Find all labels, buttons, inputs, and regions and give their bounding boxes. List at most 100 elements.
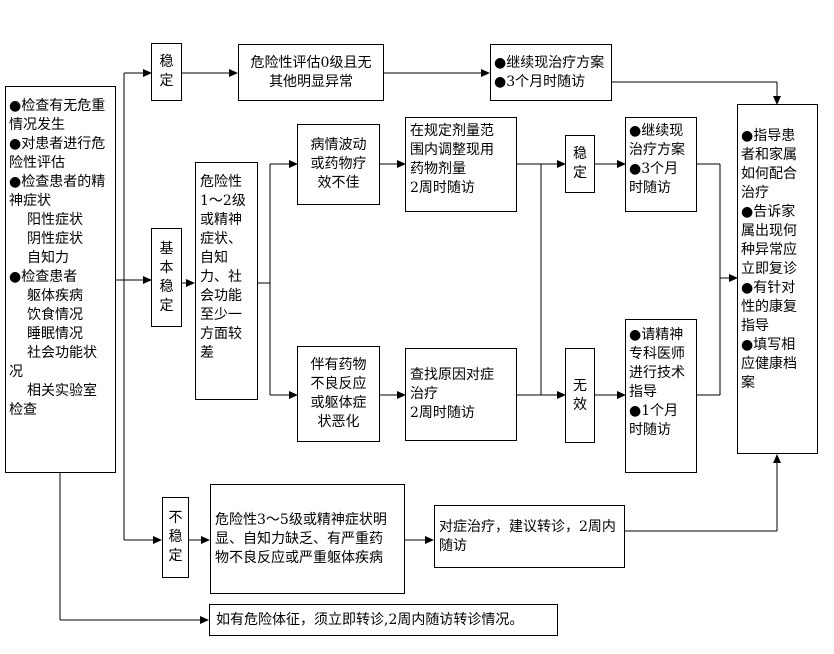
left-line: 况 [9, 364, 23, 380]
risk35-line: 危险性3～5级或精神症状明 [215, 511, 387, 528]
continue-line: ●继续现 [629, 123, 684, 139]
condition-fluctuation-box: 病情波动 或药物疗 效不佳 [297, 124, 380, 205]
adverse-line: 或躯体症 [310, 395, 367, 411]
danger-sign-note-box: 如有危险体征，须立即转诊,2周内随访转诊情况。 [209, 604, 558, 636]
adjust-line: 药物剂量 [410, 161, 466, 177]
invalid-char: 无 [573, 377, 587, 394]
top-followup-box: ●继续现治疗方案 ●3个月时随访 [490, 44, 612, 101]
mid-stable-char: 定 [573, 165, 587, 181]
risk12-line: 或精神 [200, 212, 242, 228]
risk12-line: 方面较 [200, 326, 242, 342]
left-line: 相关实验室 [27, 383, 97, 399]
unstable-char: 定 [168, 548, 183, 564]
referral-line: 随访 [439, 537, 467, 554]
left-line: 情况发生 [9, 117, 65, 133]
guidance-line: ●有针对 [741, 280, 796, 296]
basic-stable-char: 基 [159, 240, 174, 257]
left-line: 阴性症状 [27, 231, 83, 247]
fluctuation-line: 效不佳 [317, 175, 360, 191]
adjust-line: 2周时随访 [410, 180, 475, 196]
left-line: 自知力 [27, 250, 69, 266]
adverse-reaction-box: 伴有药物 不良反应 或躯体症 状恶化 [297, 346, 380, 442]
danger-note-text: 如有危险体征，须立即转诊,2周内随访转诊情况。 [216, 611, 524, 628]
guidance-line: 案 [741, 375, 755, 391]
risk12-line: 差 [200, 345, 214, 361]
adjust-dosage-box: 在规定剂量范 围内调整现用 药物剂量 2周时随访 [405, 117, 517, 212]
continue-line: ●3个月 [629, 161, 679, 177]
risk-level-0-box: 危险性评估0级且无 其他明显异常 [238, 44, 384, 101]
stable-char: 稳 [159, 54, 174, 70]
guidance-line: 应健康档 [741, 356, 797, 372]
left-line: 阳性症状 [27, 212, 83, 228]
adjust-line: 围内调整现用 [410, 142, 494, 158]
adverse-line: 伴有药物 [310, 357, 367, 373]
left-line: 神症状 [9, 193, 51, 209]
left-line: 险性评估 [9, 155, 65, 171]
left-line: 睡眠情况 [27, 326, 83, 342]
left-line: 社会功能状 [27, 345, 97, 361]
adjust-line: 在规定剂量范 [410, 123, 494, 139]
specialist-line: 进行技术 [629, 365, 685, 381]
guidance-line: ●填写相 [741, 337, 796, 353]
risk35-line: 显、自知力缺乏、有严重药 [215, 530, 383, 547]
guidance-line: ●告诉家 [741, 204, 796, 220]
initial-assessment-box: ●检查有无危重 情况发生 ●对患者进行危 险性评估 ●检查患者的精 神症状 阳性… [5, 86, 116, 473]
invalid-char: 效 [573, 396, 587, 413]
risk12-line: 会功能 [200, 288, 242, 304]
left-line: ●对患者进行危 [9, 136, 106, 152]
referral-treatment-box: 对症治疗，建议转诊，2周内 随访 [434, 505, 625, 568]
risk12-line: 自知 [200, 250, 228, 266]
guidance-line: 立即复诊 [741, 261, 797, 277]
top-followup-line: ●继续现治疗方案 [494, 54, 605, 71]
adverse-line: 不良反应 [310, 376, 367, 392]
specialist-line: ●请精神 [629, 327, 684, 343]
unstable-char: 稳 [168, 529, 183, 545]
find-cause-line: 2周时随访 [410, 405, 475, 421]
basic-stable-char: 稳 [159, 278, 174, 295]
specialist-line: 专科医师 [629, 346, 685, 362]
mid-stable-char: 稳 [573, 146, 587, 162]
left-line: ●检查患者的精 [9, 174, 106, 190]
basic-stable-char: 本 [159, 259, 174, 276]
find-cause-line: 查找原因对症 [410, 367, 494, 383]
specialist-line: ●1个月 [629, 403, 679, 419]
continue-treatment-box: ●继续现 治疗方案 ●3个月 时随访 [625, 117, 697, 212]
specialist-line: 时随访 [629, 422, 671, 438]
guidance-line: 种异常应 [741, 242, 797, 258]
adverse-line: 状恶化 [317, 414, 360, 430]
guidance-line: 指导 [741, 318, 769, 334]
guidance-line: ●指导患 [741, 128, 796, 144]
fluctuation-line: 病情波动 [310, 137, 367, 153]
top-followup-line: ●3个月时随访 [494, 73, 586, 90]
find-cause-box: 查找原因对症 治疗 2周时随访 [405, 348, 517, 441]
risk12-line: 症状、 [200, 231, 242, 247]
risk-level-3-5-box: 危险性3～5级或精神症状明 显、自知力缺乏、有严重药 物不良反应或严重躯体疾病 [210, 484, 405, 594]
left-line: 躯体疾病 [27, 288, 83, 304]
fluctuation-line: 或药物疗 [310, 156, 367, 172]
guidance-line: 治疗 [741, 185, 769, 201]
basic-stable-label-box: 基 本 稳 定 [151, 228, 182, 327]
stable-label-box: 稳 定 [151, 43, 182, 101]
risk0-line: 其他明显异常 [269, 73, 353, 90]
risk12-line: 力、社 [200, 269, 242, 285]
risk35-line: 物不良反应或严重躯体疾病 [215, 549, 383, 566]
continue-line: 治疗方案 [629, 142, 685, 158]
risk0-line: 危险性评估0级且无 [250, 54, 372, 71]
mid-stable-label-box: 稳 定 [565, 135, 595, 193]
specialist-line: 指导 [629, 384, 657, 400]
left-line: ●检查患者 [9, 269, 78, 285]
invalid-label-box: 无 效 [565, 348, 595, 443]
risk-level-1-2-box: 危险性 1～2级 或精神 症状、 自知 力、社 会功能 至少一 方面较 差 [195, 162, 258, 400]
guidance-line: 属出现何 [741, 223, 797, 239]
risk12-line: 危险性 [200, 174, 242, 190]
left-line: 饮食情况 [27, 307, 83, 323]
left-line: ●检查有无危重 [9, 98, 106, 114]
guidance-line: 性的康复 [741, 299, 797, 315]
unstable-char: 不 [168, 510, 183, 526]
basic-stable-char: 定 [159, 297, 174, 314]
referral-line: 对症治疗，建议转诊，2周内 [439, 518, 616, 535]
specialist-guidance-box: ●请精神 专科医师 进行技术 指导 ●1个月 时随访 [625, 319, 697, 473]
unstable-label-box: 不 稳 定 [162, 497, 189, 578]
